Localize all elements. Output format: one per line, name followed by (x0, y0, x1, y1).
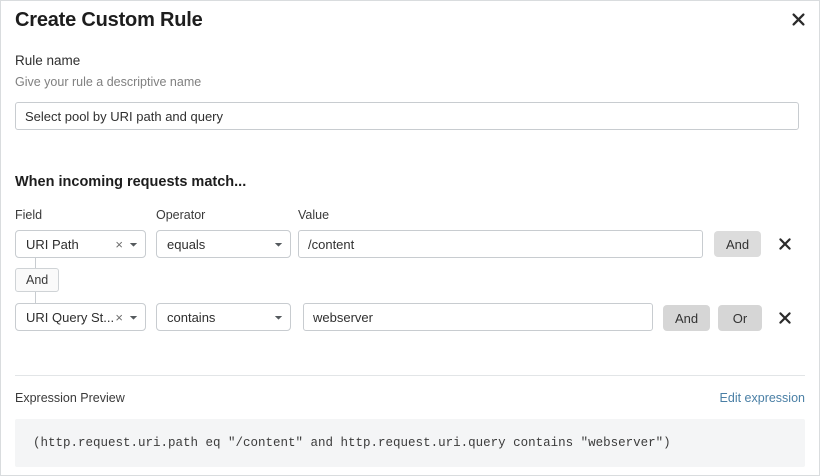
remove-condition-button-row-1[interactable] (774, 233, 796, 255)
close-icon[interactable] (785, 6, 811, 32)
chevron-down-icon (129, 242, 138, 247)
column-label-operator: Operator (156, 208, 206, 222)
value-input-row-2[interactable] (303, 303, 653, 331)
connector-line-bottom (35, 290, 36, 304)
conjunction-and-button-row-2[interactable]: And (663, 305, 711, 331)
field-select-row-2[interactable]: URI Query St... × (15, 303, 146, 331)
expression-preview-title: Expression Preview (15, 391, 125, 405)
operator-select-value-row-1: equals (167, 236, 206, 252)
field-select-value-row-1: URI Path (26, 236, 79, 252)
connector-line-top (35, 258, 36, 270)
clear-icon[interactable]: × (115, 309, 123, 325)
match-section-heading: When incoming requests match... (15, 174, 247, 190)
chevron-down-icon (274, 315, 283, 320)
connector-and-label: And (26, 273, 49, 287)
close-icon-glyph (791, 12, 805, 26)
remove-condition-button-row-2[interactable] (774, 307, 796, 329)
clear-icon[interactable]: × (115, 236, 123, 252)
section-divider (15, 375, 805, 376)
dialog-title: Create Custom Rule (15, 9, 203, 31)
close-icon (779, 312, 791, 324)
column-label-value: Value (298, 208, 330, 222)
value-input-row-1[interactable] (298, 230, 703, 258)
conjunction-or-button-row-2[interactable]: Or (718, 305, 762, 331)
expression-preview-code: (http.request.uri.path eq "/content" and… (15, 419, 805, 467)
chevron-down-icon (274, 242, 283, 247)
operator-select-value-row-2: contains (167, 309, 216, 325)
operator-select-row-2[interactable]: contains (156, 303, 291, 331)
close-icon (779, 238, 791, 250)
field-select-row-1[interactable]: URI Path × (15, 230, 146, 258)
edit-expression-link[interactable]: Edit expression (719, 391, 805, 405)
conjunction-and-button-row-1[interactable]: And (714, 231, 762, 257)
chevron-down-icon (129, 315, 138, 320)
rule-name-help: Give your rule a descriptive name (15, 75, 202, 89)
rule-name-label: Rule name (15, 53, 81, 68)
connector-and-chip[interactable]: And (15, 268, 60, 292)
operator-select-row-1[interactable]: equals (156, 230, 291, 258)
rule-name-input[interactable] (15, 102, 799, 130)
field-select-value-row-2: URI Query St... (26, 309, 114, 325)
column-label-field: Field (15, 208, 43, 222)
